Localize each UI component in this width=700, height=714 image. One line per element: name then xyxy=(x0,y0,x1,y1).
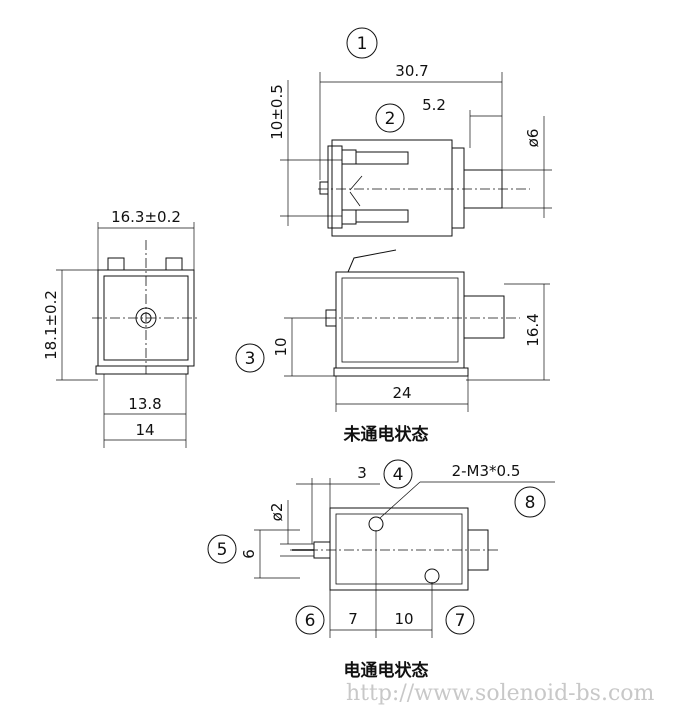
watermark-url: http://www.solenoid-bs.com xyxy=(346,681,655,706)
terminal-lower xyxy=(355,209,409,223)
callout-4: 4 xyxy=(393,465,404,485)
dim-terminal-gap: 10±0.5 xyxy=(268,84,286,140)
callout-1: 1 xyxy=(357,34,368,54)
caption-on-state: 电通电状态 xyxy=(344,660,429,681)
callout-7: 7 xyxy=(455,611,466,631)
dim-plunger-offset: 5.2 xyxy=(422,96,446,114)
dim-base-outer: 14 xyxy=(135,421,154,439)
callout-5: 5 xyxy=(217,540,228,560)
dim-plunger-dia: ø6 xyxy=(524,129,542,148)
terminal-upper xyxy=(355,151,409,165)
dim-hole-pitch: 10 xyxy=(394,610,413,628)
callout-3: 3 xyxy=(245,349,256,369)
dim-pin-dia: ø2 xyxy=(268,503,286,522)
dim-stroke: 3 xyxy=(357,464,367,482)
dim-mount-height: 10 xyxy=(272,337,290,356)
top-view xyxy=(280,72,552,237)
callout-2: 2 xyxy=(385,109,396,129)
dim-pin-spacing: 6 xyxy=(240,549,258,559)
dim-overall-length: 30.7 xyxy=(395,62,428,80)
callout-8: 8 xyxy=(525,493,536,513)
dim-front-width: 16.3±0.2 xyxy=(111,208,181,226)
dim-body-length: 24 xyxy=(392,384,411,402)
caption-off-state: 未通电状态 xyxy=(343,424,429,445)
dim-thread-spec: 2-M3*0.5 xyxy=(452,462,521,480)
side-plunger xyxy=(463,295,505,339)
callout-circles xyxy=(207,27,546,635)
dim-hole-offset: 7 xyxy=(348,610,358,628)
bottom-view xyxy=(254,478,555,638)
side-view xyxy=(284,249,550,412)
dim-base-inner: 13.8 xyxy=(128,395,161,413)
dim-side-height: 16.4 xyxy=(524,313,542,346)
dim-front-height: 18.1±0.2 xyxy=(42,290,60,360)
front-view xyxy=(56,222,200,448)
callout-6: 6 xyxy=(305,611,316,631)
side-base xyxy=(333,367,469,377)
front-base xyxy=(95,365,189,375)
